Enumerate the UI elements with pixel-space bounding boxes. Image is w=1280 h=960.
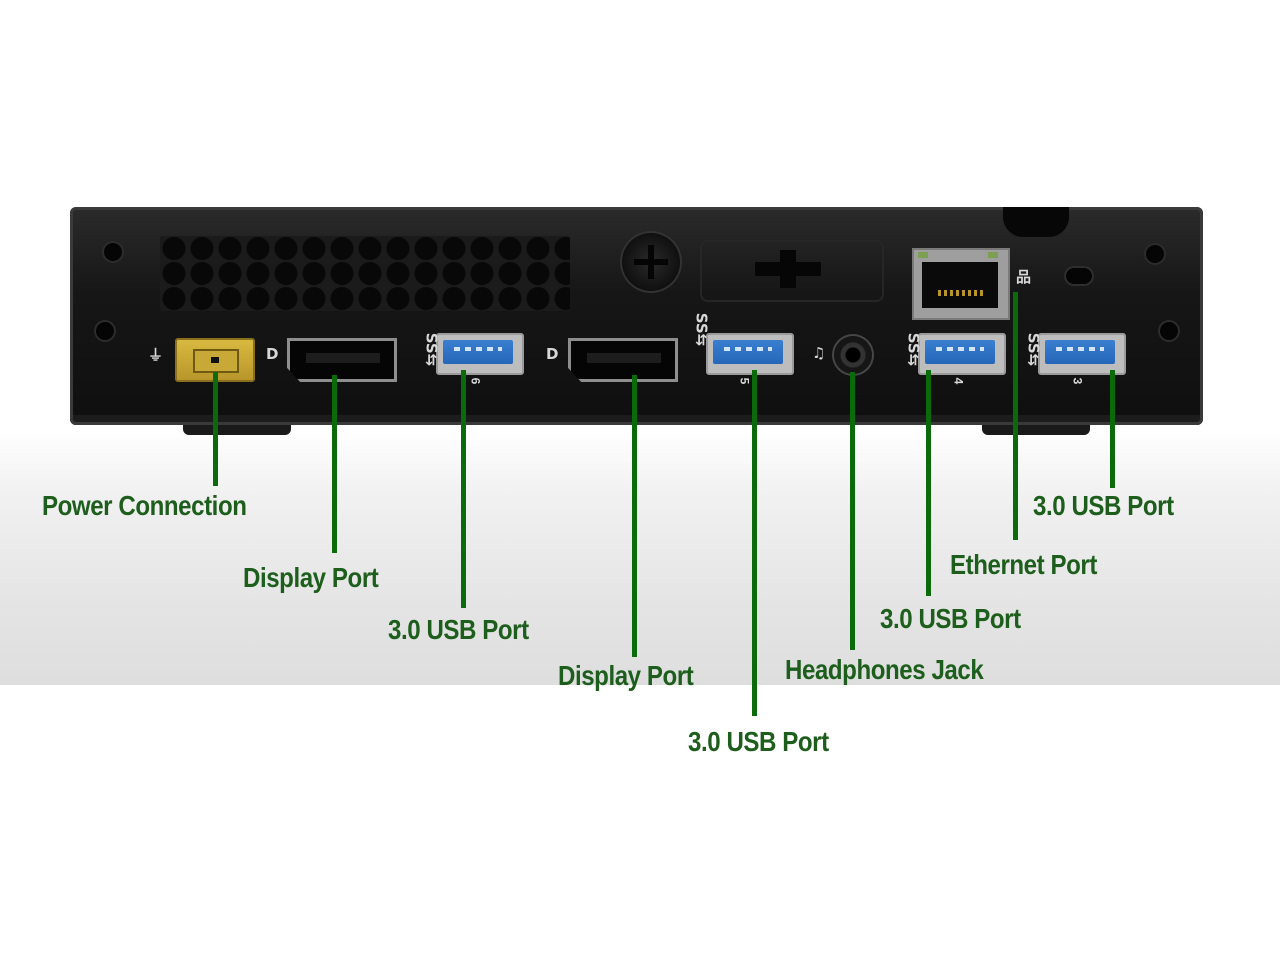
usb-superspeed-icon: SS⇆ <box>423 333 438 367</box>
screw-top-left <box>104 243 122 261</box>
usb-superspeed-icon: SS⇆ <box>905 333 920 367</box>
leader-line-power <box>213 372 218 486</box>
usb-superspeed-icon: SS⇆ <box>693 313 708 347</box>
leader-line-usb-4 <box>926 370 931 596</box>
label-display-port-2: Display Port <box>558 660 693 692</box>
usb-port-4 <box>918 333 1006 375</box>
cover-cross-vertical <box>780 250 796 288</box>
cooling-vent <box>160 236 570 311</box>
headphones-icon: ♫ <box>812 346 825 361</box>
usb-port-number-3: 3 <box>1070 378 1084 385</box>
label-power-connection: Power Connection <box>42 490 247 522</box>
leader-line-usb-3 <box>1110 370 1115 488</box>
display-port-2 <box>568 338 678 382</box>
label-usb-port-4: 3.0 USB Port <box>880 603 1021 635</box>
label-usb-port-5: 3.0 USB Port <box>688 726 829 758</box>
usb-port-number-5: 5 <box>737 378 751 385</box>
label-usb-port-3: 3.0 USB Port <box>1033 490 1174 522</box>
display-port-1 <box>287 338 397 382</box>
leader-line-usb-5 <box>752 370 757 716</box>
usb-port-number-4: 4 <box>951 378 965 385</box>
network-icon: 品 <box>1016 270 1031 285</box>
display-port-icon: D <box>546 347 558 362</box>
usb-port-5 <box>706 333 794 375</box>
ethernet-led-left <box>918 252 928 258</box>
headphones-jack <box>834 336 872 374</box>
leader-line-ethernet <box>1013 292 1018 540</box>
screw-top-right <box>1146 245 1164 263</box>
leader-line-headphones <box>850 372 855 650</box>
leader-line-usb-6 <box>461 370 466 608</box>
display-port-icon: D <box>266 347 278 362</box>
usb-port-number-6: 6 <box>468 378 482 385</box>
screw-bottom-right <box>1160 322 1178 340</box>
label-ethernet-port: Ethernet Port <box>950 549 1097 581</box>
usb-superspeed-icon: SS⇆ <box>1025 333 1040 367</box>
label-display-port-1: Display Port <box>243 562 378 594</box>
label-usb-port-6: 3.0 USB Port <box>388 614 529 646</box>
ethernet-port <box>912 248 1010 320</box>
security-lock-slot <box>1066 268 1092 284</box>
label-headphones-jack: Headphones Jack <box>785 654 983 686</box>
chassis-top-tab <box>1003 207 1069 237</box>
power-icon: ⏚ <box>148 348 163 363</box>
thumbscrew <box>622 233 680 291</box>
leader-line-display-1 <box>332 375 337 553</box>
usb-port-3 <box>1038 333 1126 375</box>
leader-line-display-2 <box>632 375 637 657</box>
ethernet-led-right <box>988 252 998 258</box>
usb-port-6 <box>436 333 524 375</box>
screw-bottom-left <box>96 322 114 340</box>
